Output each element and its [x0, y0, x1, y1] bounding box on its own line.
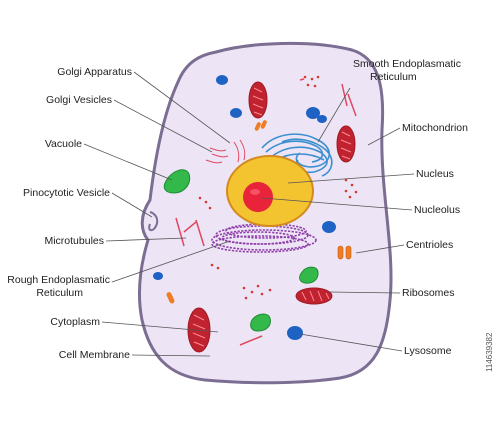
label-smooth-er-line2: Reticulum: [370, 71, 417, 83]
golgi-vesicles-shape: [205, 139, 246, 164]
label-rough-er-line2: Reticulum: [36, 287, 83, 299]
label-ribosomes: Ribosomes: [402, 287, 455, 299]
lysosome-shape: [322, 221, 336, 233]
vacuole-shape: [250, 313, 271, 332]
ribosomes-shape: [198, 75, 358, 300]
nucleolus-highlight: [250, 189, 260, 195]
label-microtubules: Microtubules: [44, 235, 104, 247]
nucleolus-shape: [243, 182, 273, 212]
lysosome-shape: [230, 108, 242, 118]
label-vacuole: Vacuole: [45, 138, 82, 150]
centrioles-shape: [337, 245, 352, 260]
label-golgi-vesicles: Golgi Vesicles: [46, 94, 112, 106]
lysosome-shape: [216, 75, 228, 85]
mitochondrion-shape: [336, 125, 356, 163]
label-centrioles: Centrioles: [406, 239, 453, 251]
mitochondrion-shape: [295, 287, 333, 305]
lysosome-shape: [153, 272, 163, 280]
label-cytoplasm: Cytoplasm: [50, 316, 100, 328]
microtubules-shape: [175, 78, 357, 346]
mitochondrion-shape: [248, 81, 268, 119]
label-nucleus: Nucleus: [416, 168, 454, 180]
label-cell-membrane: Cell Membrane: [59, 349, 130, 361]
watermark-id: 114639382: [485, 332, 494, 372]
lysosome-shape: [287, 326, 303, 340]
rough-endoplasmic-reticulum-shape: [211, 223, 317, 253]
label-lysosome: Lysosome: [404, 345, 452, 357]
label-mitochondrion: Mitochondrion: [402, 122, 468, 134]
pinocytotic-vesicle-shape: [148, 211, 159, 232]
label-rough-er-line1: Rough Endoplasmatic: [7, 274, 110, 286]
vacuole-shape: [163, 169, 191, 194]
vacuole-shape: [299, 266, 319, 284]
label-pinocytotic-vesicle: Pinocytotic Vesicle: [23, 187, 110, 199]
leader-lines: [83, 71, 415, 357]
label-smooth-er-line1: Smooth Endoplasmatic: [353, 58, 461, 70]
label-golgi-apparatus: Golgi Apparatus: [57, 66, 132, 78]
lysosome-shape: [306, 107, 327, 123]
label-nucleolus: Nucleolus: [414, 204, 460, 216]
centrioles-shape: [166, 292, 175, 304]
centrioles-shape: [254, 120, 267, 131]
